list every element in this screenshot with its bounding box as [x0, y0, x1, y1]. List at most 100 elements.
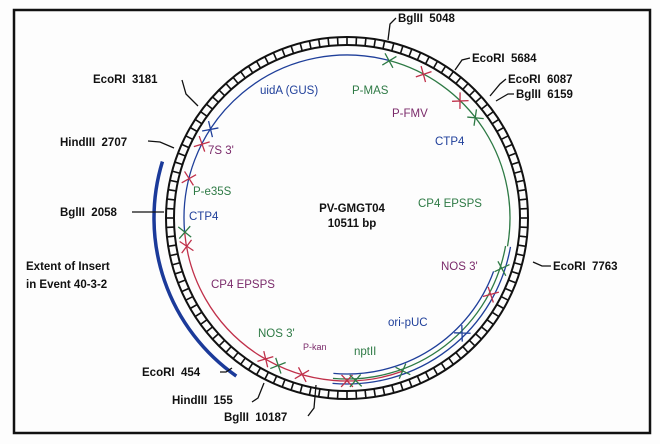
ring-tick — [272, 375, 278, 384]
ring-tick — [496, 126, 505, 133]
site-hindiii-2707: HindIII 2707 — [60, 137, 127, 149]
ring-tick — [486, 319, 494, 326]
ring-tick — [171, 262, 181, 266]
ring-tick — [200, 319, 208, 326]
feature-boundary-mark — [177, 225, 192, 240]
ring-tick — [189, 303, 198, 310]
ring-tick — [513, 170, 523, 174]
insert-label-line1: Extent of Insert — [26, 261, 110, 273]
ring-tick — [169, 253, 178, 257]
site-ecori-7763: EcoRI 7763 — [553, 261, 618, 273]
ring-tick — [225, 346, 232, 354]
feature-boundary-mark — [270, 357, 286, 374]
ring-tick — [440, 362, 447, 371]
site-bglii-2058: BglII 2058 — [60, 207, 117, 219]
insert-extent-arc — [152, 161, 238, 378]
feature-boundary-mark — [395, 363, 411, 379]
ring-tick — [475, 333, 483, 340]
feature-cp4-epsps-right: CP4 EPSPS — [418, 198, 482, 210]
ring-tick — [399, 382, 404, 391]
backbone-ring — [165, 36, 529, 400]
ring-tick — [382, 40, 386, 49]
site-ecori-3181: EcoRI 3181 — [93, 74, 158, 86]
ring-tick — [500, 135, 509, 141]
ring-tick — [491, 118, 500, 125]
ring-tick — [211, 96, 219, 103]
site-bglii-10187: BglII 10187 — [224, 412, 287, 424]
ring-tick — [308, 40, 312, 49]
ring-tick — [491, 311, 500, 318]
ring-tick — [424, 371, 430, 380]
feature-boundary-mark — [193, 135, 210, 152]
ring-tick — [408, 379, 413, 388]
ring-tick — [382, 387, 386, 396]
ring-tick — [171, 170, 181, 174]
plasmid-name: PV-GMGT04 — [319, 203, 385, 215]
ring-tick — [194, 118, 203, 125]
ring-tick — [168, 188, 177, 192]
ring-tick — [448, 357, 455, 365]
ring-tick — [416, 52, 422, 61]
site-hindiii-155: HindIII 155 — [172, 395, 233, 407]
ring-tick — [181, 143, 190, 149]
feature-boundary-mark — [257, 350, 274, 368]
feature-boundary-mark — [454, 325, 471, 342]
ring-tick — [432, 367, 439, 376]
ring-tick — [517, 244, 526, 248]
feature-boundary-mark — [482, 286, 500, 303]
ring-tick — [218, 89, 226, 97]
feature-nos-3-left: NOS 3' — [258, 328, 295, 340]
feature-p-mas: P-MAS — [352, 85, 389, 97]
ring-tick — [200, 110, 208, 117]
ring-tick — [508, 152, 517, 157]
ring-tick — [518, 235, 528, 238]
ring-tick — [205, 326, 214, 333]
feature-p-e35s: P-e35S — [193, 186, 232, 198]
ring-tick — [508, 279, 517, 284]
ring-tick — [399, 45, 404, 54]
feature-boundary-mark — [202, 120, 219, 138]
ring-tick — [166, 235, 176, 238]
feature-boundary-mark — [181, 171, 197, 186]
feature-boundary-mark — [467, 109, 484, 126]
ring-tick — [264, 371, 270, 380]
site-ecori-454: EcoRI 454 — [142, 367, 201, 379]
ring-tick — [448, 71, 455, 79]
ring-tick — [174, 270, 183, 275]
ring-tick — [232, 351, 239, 360]
ring-tick — [317, 39, 321, 48]
ring-tick — [500, 295, 509, 301]
ring-tick — [486, 110, 494, 117]
ring-tick — [185, 295, 194, 301]
feature-nos-3-right: NOS 3' — [441, 261, 478, 273]
ring-tick — [468, 339, 476, 347]
ring-tick — [264, 56, 270, 65]
ring-tick — [511, 270, 520, 275]
feature-uida-gus: uidA (GUS) — [260, 85, 318, 97]
ring-tick — [255, 60, 262, 69]
ring-tick — [205, 103, 214, 110]
ring-tick — [225, 82, 232, 90]
site-bglii-5048: BglII 5048 — [398, 13, 455, 25]
frame — [12, 8, 652, 435]
ring-tick — [174, 161, 183, 166]
ring-tick — [432, 60, 439, 69]
ring-tick — [480, 326, 489, 333]
feature-ctp4-right: CTP4 — [435, 136, 465, 148]
ring-tick — [299, 384, 303, 394]
ring-tick — [504, 287, 513, 293]
ring-tick — [189, 126, 198, 133]
ring-tick — [504, 143, 513, 149]
ring-tick — [177, 152, 186, 157]
ring-tick — [317, 388, 321, 397]
ring-tick — [462, 346, 469, 354]
feature-boundary-mark — [494, 260, 510, 277]
ring-tick — [373, 388, 377, 397]
ring-tick — [281, 379, 286, 388]
feature-ctp4-left: CTP4 — [189, 211, 219, 223]
ring-tick — [308, 387, 312, 396]
ring-tick — [247, 65, 254, 74]
ring-tick — [496, 303, 505, 310]
ring-tick — [462, 82, 469, 90]
